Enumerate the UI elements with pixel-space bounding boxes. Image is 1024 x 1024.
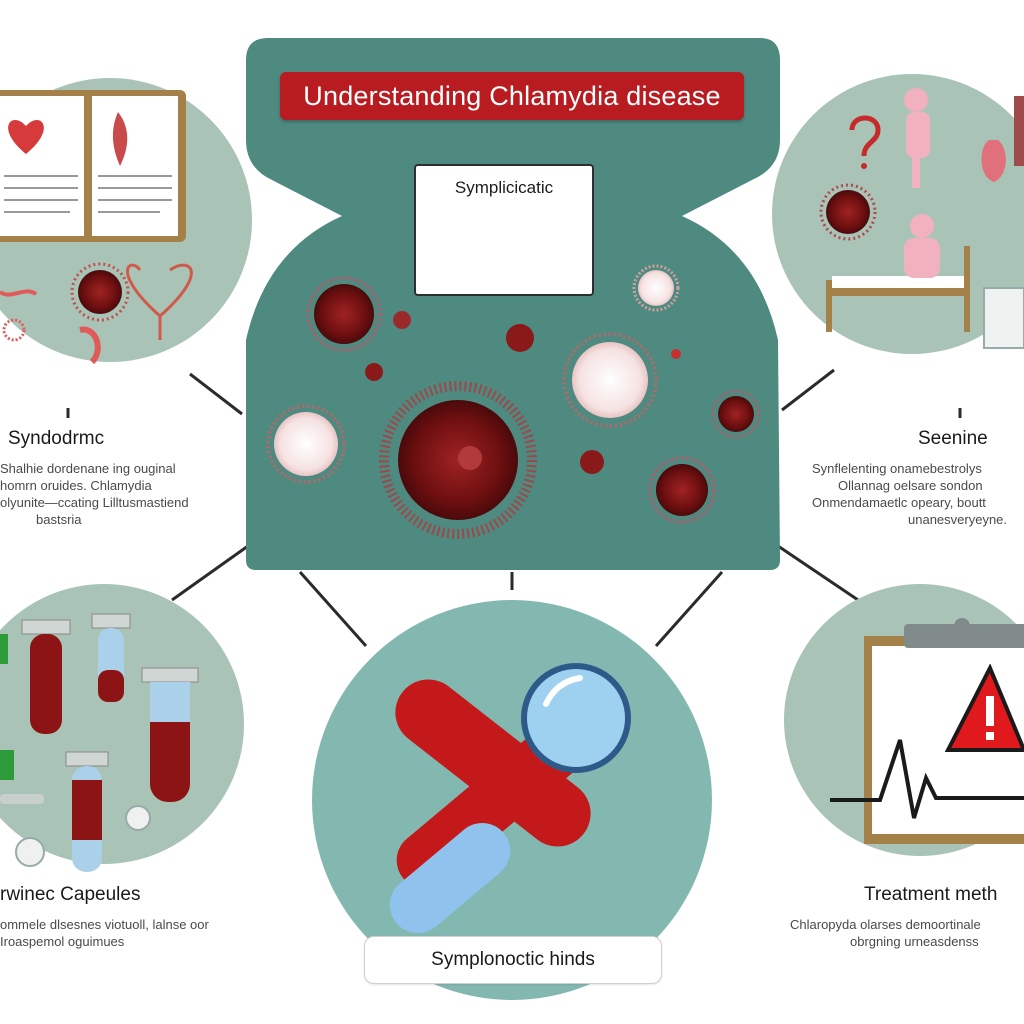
circle-bottom-left xyxy=(0,584,244,872)
section-line: Iroaspemol oguimues xyxy=(0,934,125,949)
circle-bottom-right xyxy=(784,584,1024,856)
section-line: unanesveryeyne. xyxy=(908,512,1008,527)
section-title-bottom-left: rwinec Capeules xyxy=(0,884,141,905)
section-title-top-right: Seenine xyxy=(918,428,988,449)
section-line: homrn oruides. Chlamydia xyxy=(0,478,152,493)
section-title-top-left: Syndodrmc xyxy=(8,428,105,449)
connector-lines xyxy=(66,368,962,647)
section-line: Synflelenting onamebestrolys xyxy=(812,461,982,476)
section-line: bastsria xyxy=(36,512,82,527)
central-panel xyxy=(246,38,780,570)
section-body-top-right: Synflelenting onamebestrolys Ollannag oe… xyxy=(812,460,1024,528)
section-line: Onmendamaetlc opeary, boutt xyxy=(812,495,986,510)
warning-card: Symplicicatic xyxy=(414,164,594,296)
circle-top-left xyxy=(0,78,252,365)
warning-card-label: Symplicicatic xyxy=(454,178,554,197)
bacteria-cluster xyxy=(266,264,761,539)
section-line: olyunite—ccating Lilltusmastiend xyxy=(0,495,189,510)
circle-bottom-center xyxy=(312,600,712,1000)
section-line: obrgning urneasdenss xyxy=(850,934,979,949)
section-body-top-left: Shalhie dordenane ing ouginal homrn orui… xyxy=(0,460,189,528)
section-body-bottom-right: Chlaropyda olarses demoortinale obrgning… xyxy=(790,916,1024,950)
circle-top-right xyxy=(772,74,1024,354)
section-line: ommele dlsesnes viotuoll, lalnse oor xyxy=(0,917,209,932)
section-body-bottom-left: ommele dlsesnes viotuoll, lalnse oor Iro… xyxy=(0,916,209,950)
warning-triangle-icon xyxy=(944,664,1024,752)
section-line: Ollannag oelsare sondon xyxy=(838,478,983,493)
section-title-bottom-right: Treatment meth xyxy=(864,884,998,905)
section-line: Shalhie dordenane ing ouginal xyxy=(0,461,176,476)
page-title: Understanding Chlamydia disease xyxy=(280,72,744,120)
bottom-caption: Symplonoctic hinds xyxy=(364,936,662,984)
section-line: Chlaropyda olarses demoortinale xyxy=(790,917,981,932)
